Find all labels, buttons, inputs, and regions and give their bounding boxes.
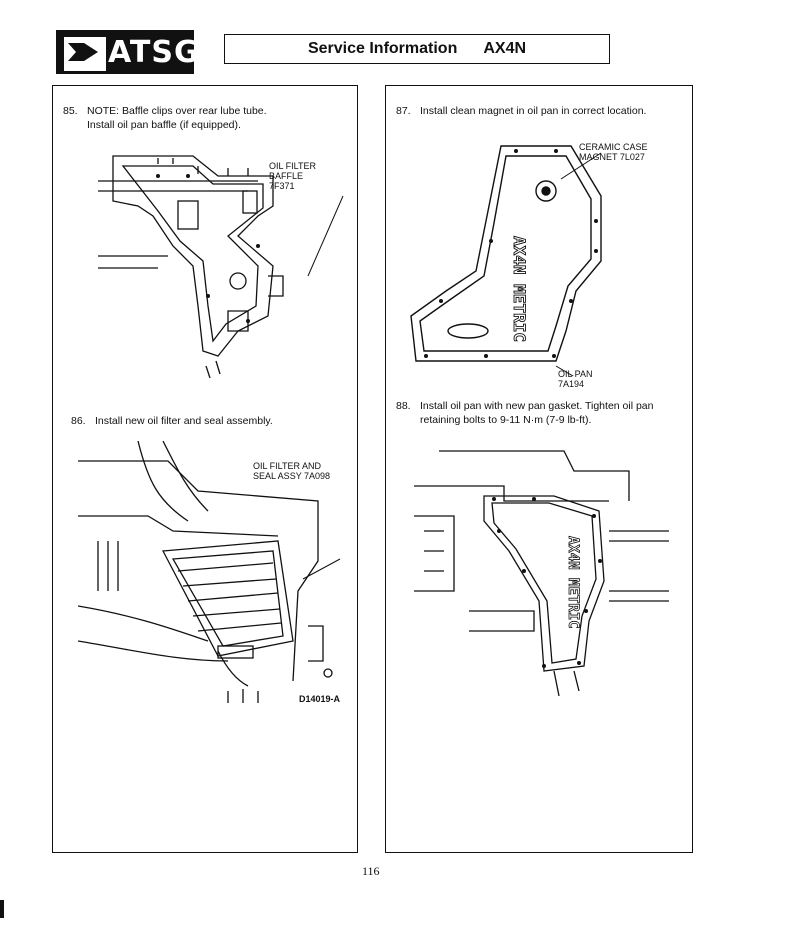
header-title-box: Service Information AX4N [224,34,610,64]
baffle-callout: OIL FILTER BAFFLE 7F371 [269,161,317,191]
step-85: 85.NOTE: Baffle clips over rear lube tub… [63,105,267,131]
filter-illustration [78,441,341,703]
left-panel: 85.NOTE: Baffle clips over rear lube tub… [52,85,358,853]
step-88: 88.Install oil pan with new pan gasket. … [396,400,654,426]
logo-badge-icon [64,37,106,71]
atsg-logo: ATSG [56,30,199,74]
header-model: AX4N [483,40,527,57]
header-title: Service Information [307,40,458,57]
oil-pan-callout: OIL PAN 7A194 [558,369,593,389]
right-panel: 87.Install clean magnet in oil pan in co… [385,85,693,853]
filter-callout: OIL FILTER AND SEAL ASSY 7A098 [253,461,331,481]
page-number: 116 [362,864,380,878]
oil-pan-illustration: AX4N METRIC [410,145,602,376]
magnet-callout: CERAMIC CASE MAGNET 7L027 [579,142,648,162]
pan-installed-illustration: AX4N METRIC [414,450,669,697]
pan-lettering: AX4N METRIC [510,236,529,342]
step-87: 87.Install clean magnet in oil pan in co… [396,105,647,117]
logo-text: ATSG [108,35,200,70]
figure-id-label: D14019-A [299,694,341,704]
step-86: 86.Install new oil filter and seal assem… [71,415,273,427]
baffle-illustration [98,155,344,379]
scan-edge-mark [0,900,4,918]
pan-lettering-installed: AX4N METRIC [565,536,581,629]
